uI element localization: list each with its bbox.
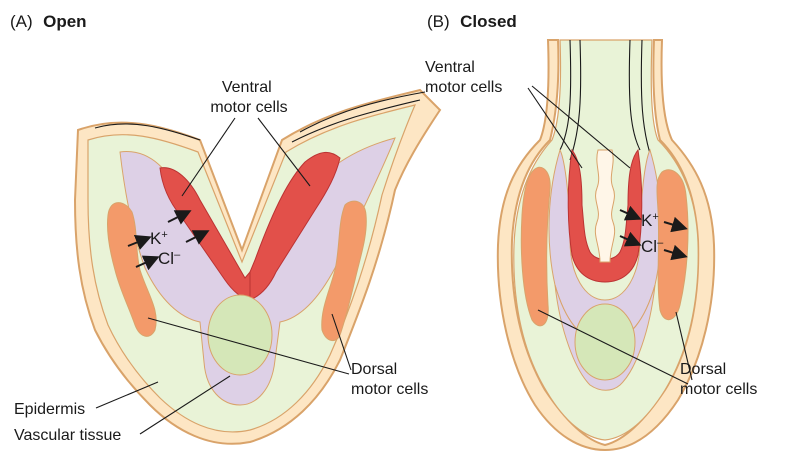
panel-a-arrow-cl-2 xyxy=(185,230,210,245)
panel-b-vascular-tissue xyxy=(574,303,636,381)
panel-b-dorsal-right xyxy=(656,169,689,320)
panel-a-arrow-k-2 xyxy=(167,210,192,225)
panel-b-title: Closed xyxy=(460,12,517,31)
panel-b-arrow-cl-2 xyxy=(663,244,688,261)
panel-b: (B) Closed K+ Cl– Ventral xyxy=(425,12,757,452)
panel-b-arrow-k-2 xyxy=(663,216,688,233)
panel-b-arrow-k-1 xyxy=(619,205,642,221)
panel-a-dorsal-right xyxy=(321,200,367,342)
panel-a-ventral-right xyxy=(249,152,341,301)
panel-a-arrow-k-1 xyxy=(127,235,152,250)
panel-b-ion-k: K+ xyxy=(641,211,659,230)
panel-a-ventral-label: Ventral motor cells xyxy=(210,79,287,116)
panel-b-ventral-leader-2 xyxy=(531,85,631,169)
panel-a-title: Open xyxy=(43,12,86,31)
panel-a: (A) Open K+ Cl– Ventral motor cells xyxy=(10,12,442,445)
panel-a-dorsal-leader-1 xyxy=(147,317,350,375)
panel-a-epidermis-leader xyxy=(95,381,159,409)
svg-text:(B) Closed: (B) Closed xyxy=(427,12,517,31)
panel-a-vascular-tissue xyxy=(207,294,273,376)
panel-b-dorsal-leader-2 xyxy=(675,311,693,381)
panel-b-ventral-leader-1 xyxy=(527,87,583,169)
panel-b-ventral-label: Ventral motor cells xyxy=(425,59,502,96)
panel-a-arrow-cl-1 xyxy=(135,255,160,271)
panel-a-ventral-leader-1 xyxy=(181,117,236,197)
panel-b-arrow-cl-1 xyxy=(619,231,642,247)
panel-a-ion-cl: Cl– xyxy=(158,249,181,268)
panel-b-ventral-cells xyxy=(567,148,643,283)
panel-b-dorsal-label: Dorsal motor cells xyxy=(680,361,757,398)
panel-a-dorsal-left xyxy=(107,202,157,337)
panel-b-dorsal-leader-1 xyxy=(537,309,689,385)
panel-a-ion-k: K+ xyxy=(150,229,168,248)
panel-a-epidermis-label: Epidermis xyxy=(14,401,85,418)
panel-a-prefix: (A) xyxy=(10,12,33,31)
panel-a-vascular-leader xyxy=(139,375,231,435)
panel-a-dorsal-leader-2 xyxy=(331,313,352,371)
panel-a-ventral-leader-2 xyxy=(257,117,311,187)
panel-b-central-channel xyxy=(594,149,616,263)
svg-text:(A) Open: (A) Open xyxy=(10,12,87,31)
panel-a-vascular-label: Vascular tissue xyxy=(14,427,121,444)
panel-b-prefix: (B) xyxy=(427,12,450,31)
panel-a-dorsal-label: Dorsal motor cells xyxy=(351,361,428,398)
panel-b-dorsal-left xyxy=(520,166,551,327)
panel-b-ion-cl: Cl– xyxy=(641,237,664,256)
